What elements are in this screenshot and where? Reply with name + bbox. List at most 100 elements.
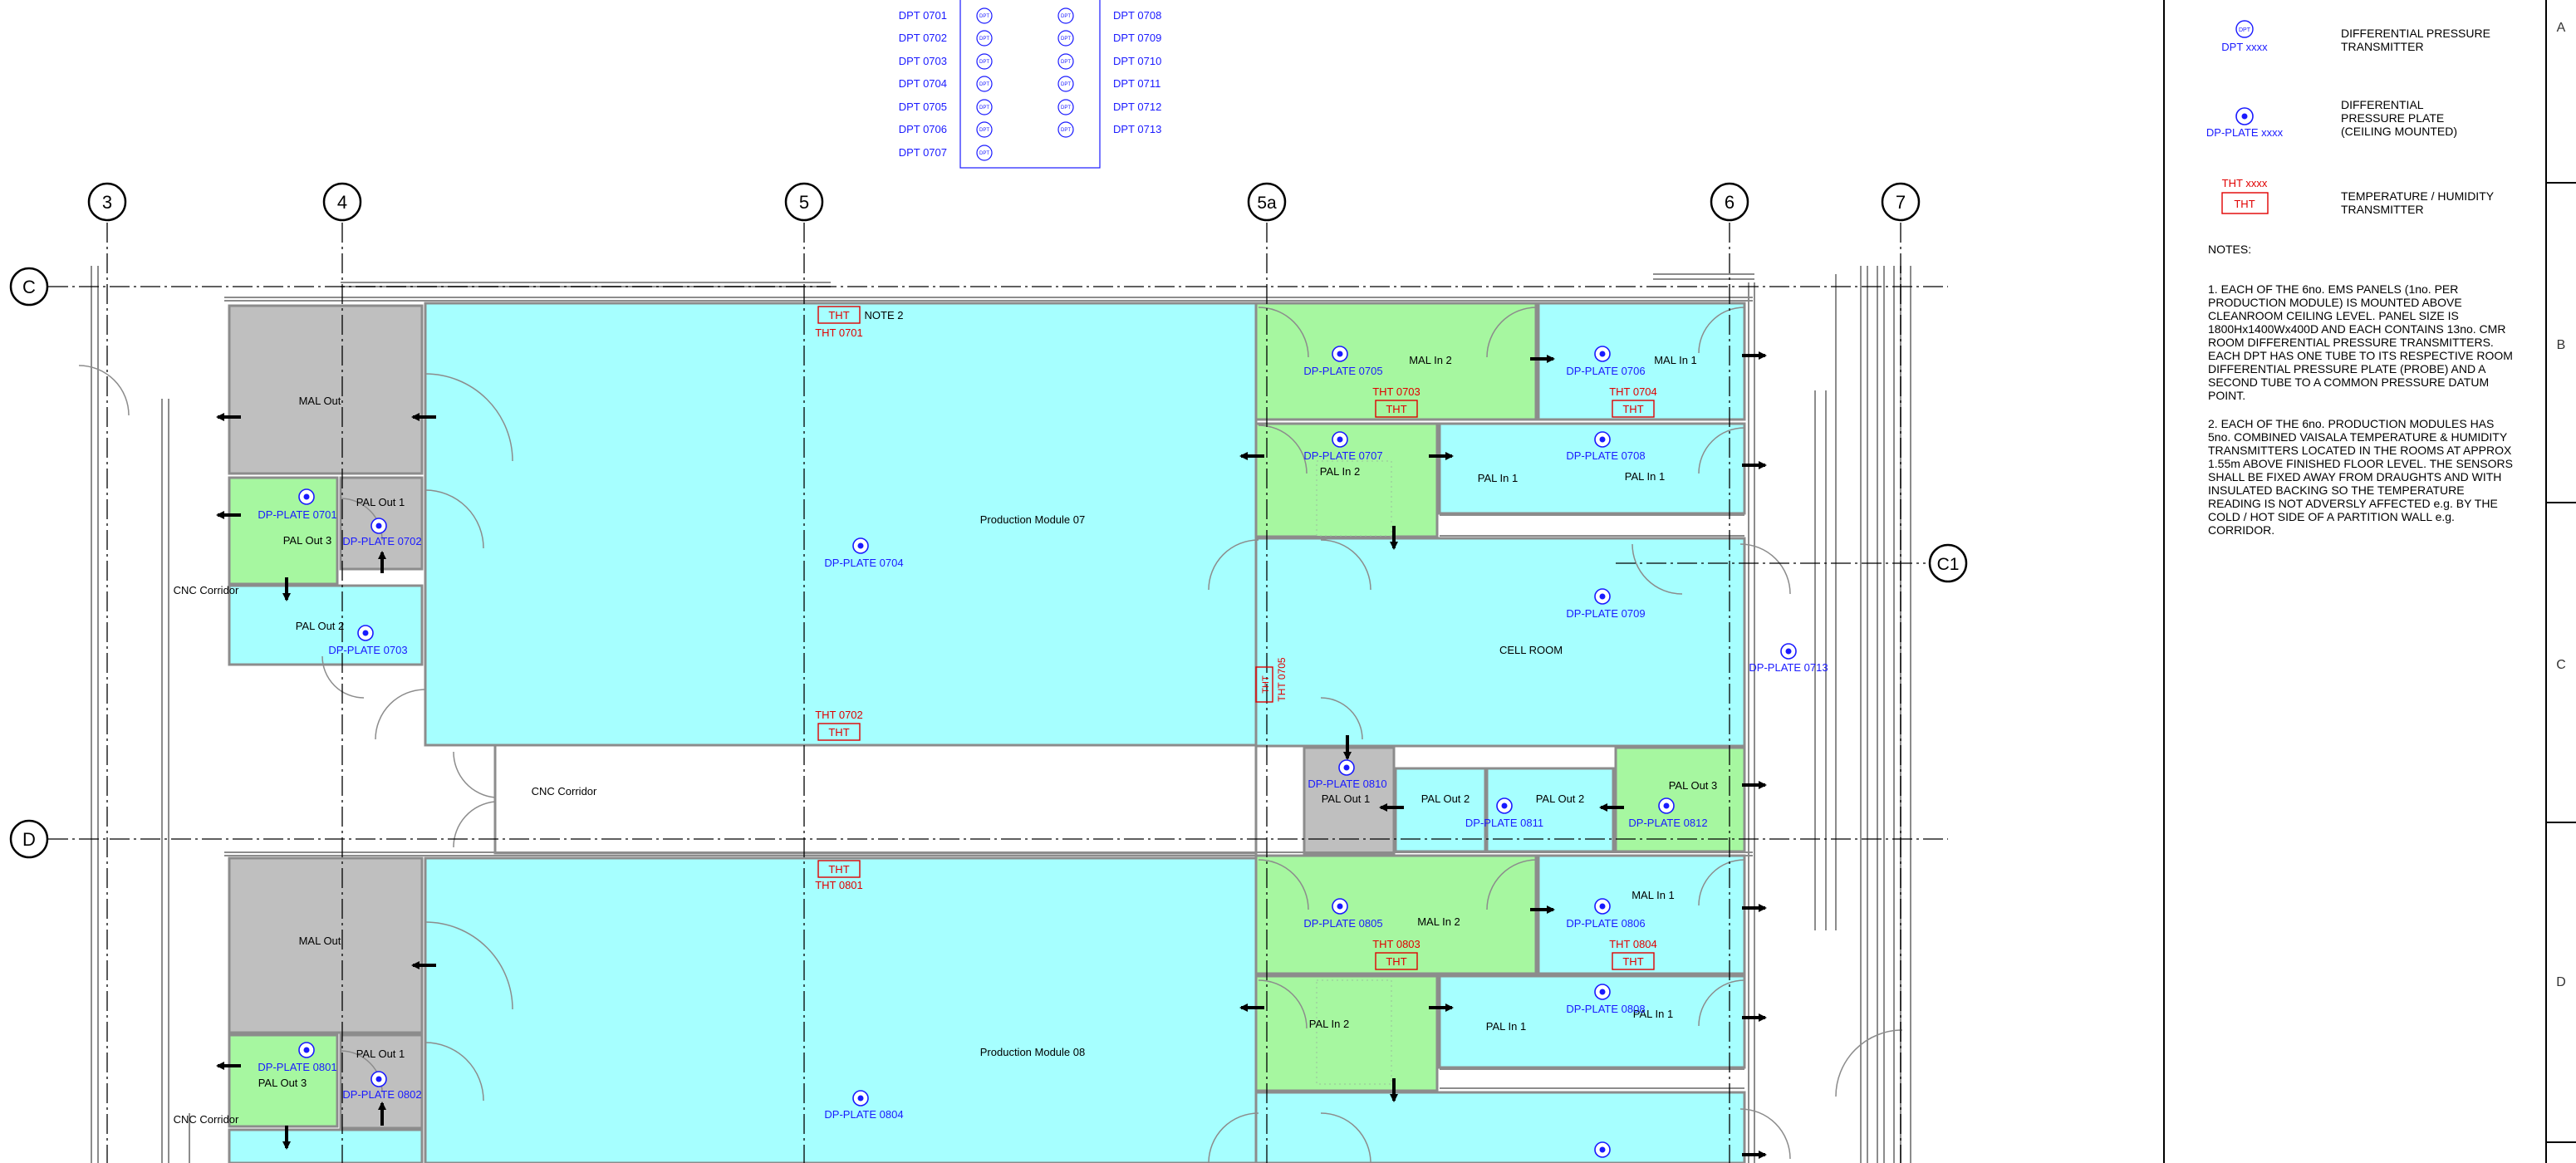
legend-dpt-symbol: DPT DPT xxxx [2221, 20, 2268, 53]
dp-plate-label: DP-PLATE 0707 [1303, 449, 1382, 462]
room-mal-out [228, 304, 424, 475]
room-mal-in-1 [1537, 302, 1746, 421]
svg-text:THT: THT [1386, 955, 1406, 968]
room-pal-out-3 [228, 476, 339, 586]
dp-plate-label: DP-PLATE 0805 [1303, 917, 1382, 930]
room-cell-room [1254, 537, 1746, 748]
svg-text:3: 3 [102, 192, 112, 213]
tht-sensors: THT THT THT THT THT THT THT THT THT 0701… [815, 306, 1657, 970]
room-production-module-07 [424, 302, 1258, 747]
grid-bubbles: 3 4 5 5a 6 7 C D [9, 182, 1968, 859]
dpt-label: DPT 0712 [1113, 101, 1161, 113]
dpt-symbols-right [1057, 7, 1074, 138]
svg-text:DPT: DPT [2239, 27, 2251, 33]
svg-text:THT: THT [1386, 403, 1406, 415]
dpt-symbol-texts: DPT DPT DPT DPT DPT DPT DPT DPT DPT DPT … [979, 14, 1071, 156]
room-label: PAL In 1 [1478, 472, 1518, 484]
tht-label: THT 0803 [1372, 938, 1420, 950]
svg-text:B: B [2557, 338, 2566, 352]
dp-plate-label: DP-PLATE 0810 [1308, 778, 1386, 790]
room-label: PAL In 2 [1320, 465, 1360, 478]
dp-plate-dots [303, 351, 1792, 1153]
grid-bubble-3: 3 [87, 182, 127, 222]
room-production-module-08 [424, 856, 1258, 1163]
room-label: MAL In 1 [1631, 889, 1675, 901]
room-cell-room-08 [1254, 1091, 1746, 1163]
room-label: PAL Out 3 [1669, 779, 1718, 792]
room-label: PAL Out 3 [258, 1077, 307, 1089]
grid-lines [48, 223, 1948, 1163]
svg-text:5a: 5a [1257, 194, 1277, 213]
svg-text:D: D [2556, 975, 2566, 989]
dpt-schedule-right-labels: DPT 0708 DPT 0709 DPT 0710 DPT 0711 DPT … [1113, 9, 1161, 135]
svg-text:DPT: DPT [979, 82, 989, 87]
door-swings [78, 307, 1903, 1163]
dp-plate-label: DP-PLATE 0806 [1566, 917, 1645, 930]
svg-text:A: A [2557, 21, 2566, 35]
dpt-label: DPT 0701 [899, 9, 947, 22]
room-label: Production Module 08 [980, 1046, 1085, 1058]
airflow-arrows [216, 351, 1767, 1159]
room-cnc-corridor [493, 743, 1258, 855]
dpt-label: DPT 0713 [1113, 123, 1161, 135]
room-mal-in-1-08 [1537, 854, 1746, 975]
dpt-label: DPT 0705 [899, 101, 947, 113]
room-label: PAL Out 1 [1322, 793, 1371, 805]
room-pal-in-1 [1438, 422, 1746, 515]
room-label: PAL In 2 [1309, 1018, 1349, 1030]
dp-plate-label: DP-PLATE 0709 [1566, 607, 1645, 620]
speckle-pal-in-2-08 [1316, 979, 1392, 1085]
dp-plate-label: DP-PLATE 0702 [342, 535, 421, 547]
grid-bubble-6: 6 [1710, 182, 1749, 222]
room-pal-out-3-08 [228, 1033, 339, 1128]
dpt-label: DPT 0708 [1113, 9, 1161, 22]
room-label: MAL In 1 [1654, 354, 1697, 366]
dpt-label: DPT 0711 [1113, 77, 1160, 90]
dp-plate-label: DP-PLATE 0802 [342, 1088, 421, 1101]
tht-boxes [817, 306, 1655, 970]
dp-plate-label: DP-PLATE 0713 [1749, 661, 1828, 674]
grid-bubble-4: 4 [322, 182, 362, 222]
svg-text:DPT: DPT [1061, 37, 1071, 42]
dp-plate-label: DP-PLATE 0701 [258, 508, 336, 521]
tht-label: THT 0804 [1609, 938, 1657, 950]
svg-text:THT: THT [2234, 198, 2255, 210]
svg-text:THT: THT [828, 309, 849, 321]
svg-text:7: 7 [1896, 192, 1906, 213]
dpt-label: DPT 0710 [1113, 55, 1161, 67]
legend-symbols: DPT DPT xxxx DP-PLATE xxxx THT xxxx THT [2206, 20, 2284, 214]
room-label: PAL Out 1 [356, 1048, 405, 1060]
dp-plate-label: DP-PLATE 0704 [824, 557, 903, 569]
dp-plate-labels: DP-PLATE 0701 DP-PLATE 0702 DP-PLATE 070… [258, 365, 1828, 1121]
svg-text:DPT xxxx: DPT xxxx [2221, 41, 2268, 53]
room-mal-out-08 [228, 856, 424, 1034]
room-label: CELL ROOM [1499, 644, 1563, 656]
dpt-label: DPT 0703 [899, 55, 947, 67]
dp-plates: DP-PLATE 0701 DP-PLATE 0702 DP-PLATE 070… [258, 346, 1828, 1158]
dp-plate-label: DP-PLATE 0708 [1566, 449, 1645, 462]
svg-text:6: 6 [1725, 192, 1735, 213]
room-mal-in-2-08 [1254, 854, 1538, 975]
grid-bubble-7: 7 [1881, 182, 1921, 222]
dpt-label: DPT 0704 [899, 77, 947, 90]
tht-label: THT 0801 [815, 879, 863, 891]
room-label: PAL Out 1 [356, 496, 405, 508]
svg-text:DPT: DPT [1061, 106, 1071, 110]
legend-dpt-description: DIFFERENTIAL PRESSURE TRANSMITTER [2341, 27, 2490, 53]
dp-plate-label: DP-PLATE 0808 [1566, 1003, 1645, 1015]
tht-label: THT 0704 [1609, 385, 1657, 398]
svg-text:THT: THT [1622, 403, 1643, 415]
room-pal-out-3-b [1614, 746, 1746, 853]
room-label: MAL Out [299, 395, 341, 407]
note-1: 1. EACH OF THE 6no. EMS PANELS (1no. PER… [2208, 282, 2513, 402]
svg-text:DPT: DPT [1061, 14, 1071, 19]
dp-plate-label: DP-PLATE 0804 [824, 1108, 903, 1121]
room-label: Production Module 07 [980, 513, 1085, 526]
room-label: MAL Out [299, 935, 341, 947]
tht-label: THT 0702 [815, 709, 863, 721]
notes-heading: NOTES: [2208, 243, 2252, 256]
svg-text:C: C [2556, 658, 2566, 672]
tht-label: THT 0701 [815, 326, 863, 339]
room-pal-in-1-08 [1438, 974, 1746, 1069]
